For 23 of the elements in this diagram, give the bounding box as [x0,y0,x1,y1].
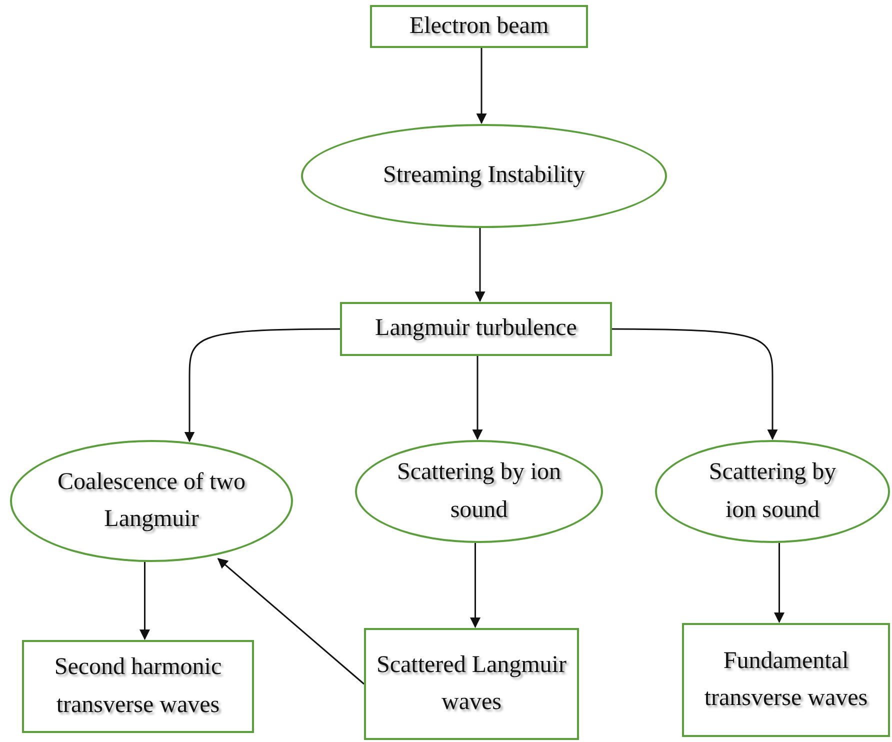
process-box [682,623,890,737]
node-label: Second harmonic transverse waves [53,653,223,720]
arrow [184,328,340,442]
node-label: Coalescence of two Langmuir [56,468,246,534]
node-label: Langmuir turbulence [375,314,577,344]
arrow [470,542,480,628]
node-label: Scattered Langmuir waves [376,650,567,717]
arrow [774,542,784,624]
node-label: Streaming Instability [383,161,585,190]
process-box [22,640,254,733]
process-box [370,5,588,48]
arrow [140,562,150,640]
arrow [476,48,487,124]
node-label: Fundamental transverse waves [703,646,869,713]
arrow [217,558,364,685]
process-box [340,302,612,356]
node-label: Scattering by ion sound [708,458,838,524]
arrow [612,328,778,440]
node-label: Scattering by ion sound [397,458,561,524]
node-label: Electron beam [409,12,549,41]
arrow [474,228,486,302]
arrow [472,356,483,440]
process-box [364,628,579,740]
